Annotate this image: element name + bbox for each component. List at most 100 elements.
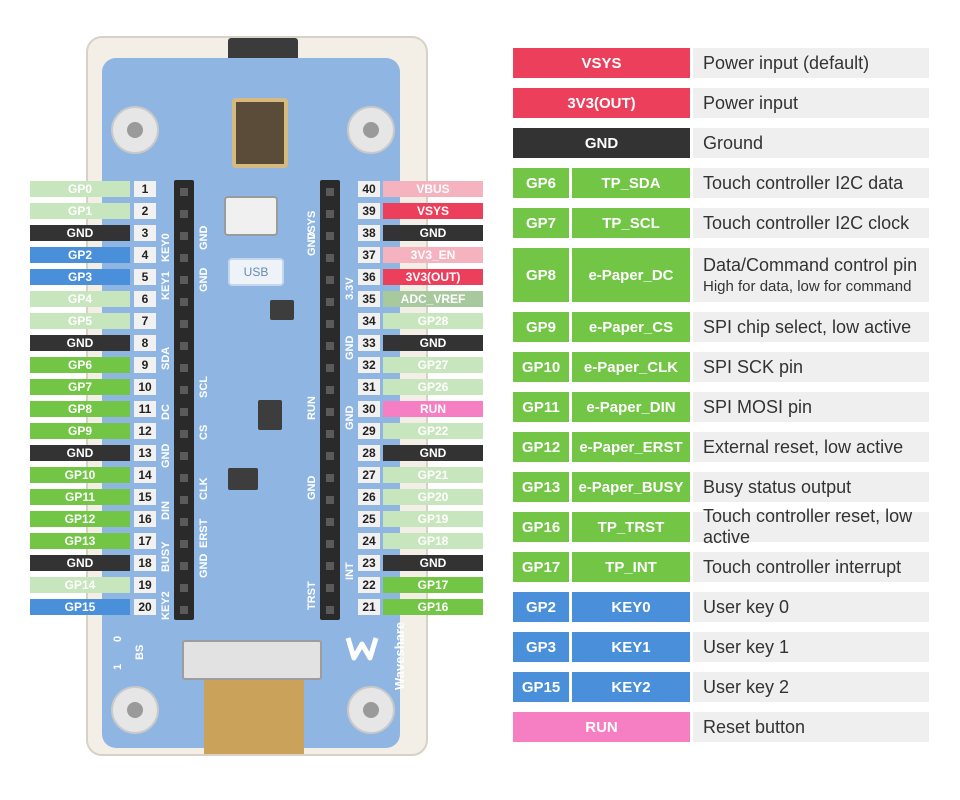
waveshare-logo-icon xyxy=(345,637,379,661)
pin-label: GP3 xyxy=(30,269,130,285)
pin-number: 30 xyxy=(358,401,380,417)
header-pin xyxy=(180,408,188,416)
pin-label: 3V3(OUT) xyxy=(383,269,483,285)
silkscreen-label: DC xyxy=(160,404,172,420)
silkscreen-label: GND xyxy=(198,267,210,292)
pin-label: 3V3_EN xyxy=(383,247,483,263)
header-pin xyxy=(180,232,188,240)
pin-number: 36 xyxy=(358,269,380,285)
pin-number: 38 xyxy=(358,225,380,241)
legend-description: Power input xyxy=(693,88,929,118)
legend-pin-name: e-Paper_CS xyxy=(572,312,690,342)
legend-description-text: User key 2 xyxy=(703,676,790,697)
legend-description-subtext: High for data, low for command xyxy=(703,278,912,295)
legend-description-text: Touch controller I2C clock xyxy=(703,212,910,233)
legend-gpio: GP7 xyxy=(513,208,569,238)
header-pin xyxy=(180,584,188,592)
pin-number: 1 xyxy=(134,181,156,197)
legend-pin-name: KEY1 xyxy=(572,632,690,662)
pin-number: 26 xyxy=(358,489,380,505)
pin-label: GP13 xyxy=(30,533,130,549)
header-pin xyxy=(326,298,334,306)
legend-description: Ground xyxy=(693,128,929,158)
legend-description-text: Touch controller I2C data xyxy=(703,172,904,193)
header-pin xyxy=(180,210,188,218)
pin-number: 20 xyxy=(134,599,156,615)
legend-pin-name: TP_SDA xyxy=(572,168,690,198)
pin-number: 40 xyxy=(358,181,380,197)
silkscreen-label: GND xyxy=(344,335,356,360)
pin-label: GND xyxy=(383,555,483,571)
chip xyxy=(228,468,258,490)
silkscreen-label: CLK xyxy=(198,477,210,500)
pin-number: 7 xyxy=(134,313,156,329)
pin-header-right xyxy=(320,180,340,620)
silkscreen-label: KEY0 xyxy=(160,233,172,262)
legend-description-text: User key 1 xyxy=(703,636,790,657)
pin-label: GP21 xyxy=(383,467,483,483)
header-pin xyxy=(326,254,334,262)
fpc-cable xyxy=(204,680,304,754)
pin-number: 25 xyxy=(358,511,380,527)
header-pin xyxy=(326,320,334,328)
silkscreen-label: DIN xyxy=(160,501,172,520)
legend-description-text: User key 0 xyxy=(703,596,790,617)
legend-description: Reset button xyxy=(693,712,929,742)
pin-label: GP0 xyxy=(30,181,130,197)
legend-description-text: Busy status output xyxy=(703,476,852,497)
header-pin xyxy=(326,188,334,196)
legend-gpio: GP8 xyxy=(513,248,569,302)
pin-number: 19 xyxy=(134,577,156,593)
header-pin xyxy=(326,232,334,240)
pin-number: 6 xyxy=(134,291,156,307)
pin-label: ADC_VREF xyxy=(383,291,483,307)
header-pin xyxy=(326,364,334,372)
silkscreen-label: KEY2 xyxy=(160,591,172,620)
legend-description: User key 0 xyxy=(693,592,929,622)
mounting-hole-bottom-right xyxy=(347,686,395,734)
pin-number: 37 xyxy=(358,247,380,263)
legend-pin-name: TP_INT xyxy=(572,552,690,582)
legend-description-text: SPI MOSI pin xyxy=(703,396,813,417)
header-pin xyxy=(326,452,334,460)
pin-label: GP17 xyxy=(383,577,483,593)
pin-number: 27 xyxy=(358,467,380,483)
pin-number: 35 xyxy=(358,291,380,307)
silkscreen-label: KEY1 xyxy=(160,271,172,300)
pin-label: RUN xyxy=(383,401,483,417)
legend-description: External reset, low active xyxy=(693,432,929,462)
legend-pin-name: e-Paper_BUSY xyxy=(572,472,690,502)
bs-label: BS xyxy=(134,644,146,660)
header-pin xyxy=(180,452,188,460)
pin-label: GP20 xyxy=(383,489,483,505)
legend-gpio: GP13 xyxy=(513,472,569,502)
pin-number: 11 xyxy=(134,401,156,417)
legend-row: 3V3(OUT)Power input xyxy=(513,88,929,118)
legend-description: Touch controller I2C clock xyxy=(693,208,929,238)
header-pin xyxy=(326,606,334,614)
legend-description: Power input (default) xyxy=(693,48,929,78)
legend-gpio: GP17 xyxy=(513,552,569,582)
header-pin xyxy=(326,342,334,350)
header-pin xyxy=(180,474,188,482)
mounting-hole-top-left xyxy=(111,106,159,154)
pin-number: 12 xyxy=(134,423,156,439)
silkscreen-label: 3.3V xyxy=(344,277,356,300)
legend-gpio: GP16 xyxy=(513,512,569,542)
legend-pin-name: 3V3(OUT) xyxy=(513,88,690,118)
legend-description-text: External reset, low active xyxy=(703,436,904,457)
legend-description: Busy status output xyxy=(693,472,929,502)
silkscreen-label: SDA xyxy=(160,346,172,370)
legend-pin-name: GND xyxy=(513,128,690,158)
pin-number: 22 xyxy=(358,577,380,593)
fpc-connector xyxy=(182,640,322,680)
legend-pin-name: e-Paper_DC xyxy=(572,248,690,302)
